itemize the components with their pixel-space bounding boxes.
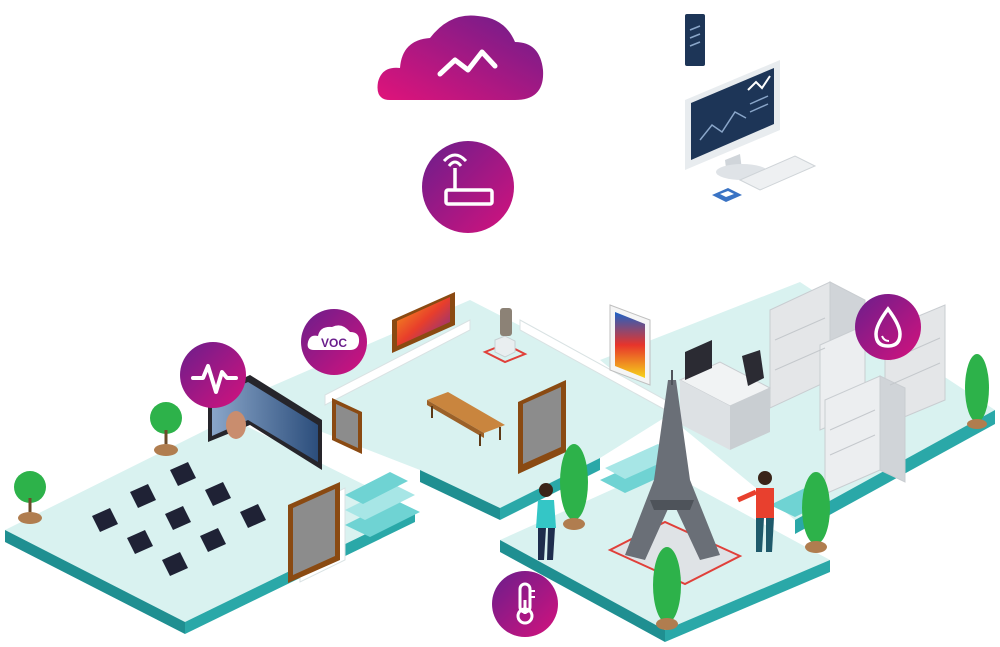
painting-abstract [609, 304, 651, 386]
tablet-icon [685, 14, 705, 66]
filing-cabinets [769, 281, 946, 495]
frame-front-gallery [288, 482, 340, 583]
stairs-left [345, 472, 420, 537]
water-drop-icon [855, 294, 921, 360]
frame-center-gallery [518, 380, 566, 474]
audience-chairs [92, 462, 266, 576]
monitor-dashboard-icon [685, 60, 817, 191]
plant-cypress-4 [965, 354, 989, 429]
eiffel-tower-model [607, 370, 743, 586]
plant-cypress-1 [560, 444, 588, 530]
painting-orange-landscape [392, 292, 455, 353]
reception-desk [678, 340, 772, 450]
voc-label: VOC [321, 336, 347, 350]
video-screen [208, 375, 322, 470]
bench [427, 392, 505, 446]
plant-tree-left [14, 471, 46, 524]
statue-exhibit [482, 308, 528, 364]
frame-left-gallery [332, 398, 362, 454]
thermometer-icon [492, 571, 558, 637]
voc-gas-icon: VOC [301, 309, 367, 375]
plant-cypress-3 [802, 472, 830, 553]
cloud-pulse-icon [377, 15, 544, 100]
visitor-man [736, 471, 774, 552]
sensor-chip-icon [712, 188, 742, 202]
visitor-woman [536, 483, 556, 560]
activity-pulse-icon [180, 342, 246, 408]
wifi-router-icon [422, 141, 514, 233]
plant-tree-mid [150, 402, 182, 456]
plant-cypress-2 [653, 547, 681, 630]
